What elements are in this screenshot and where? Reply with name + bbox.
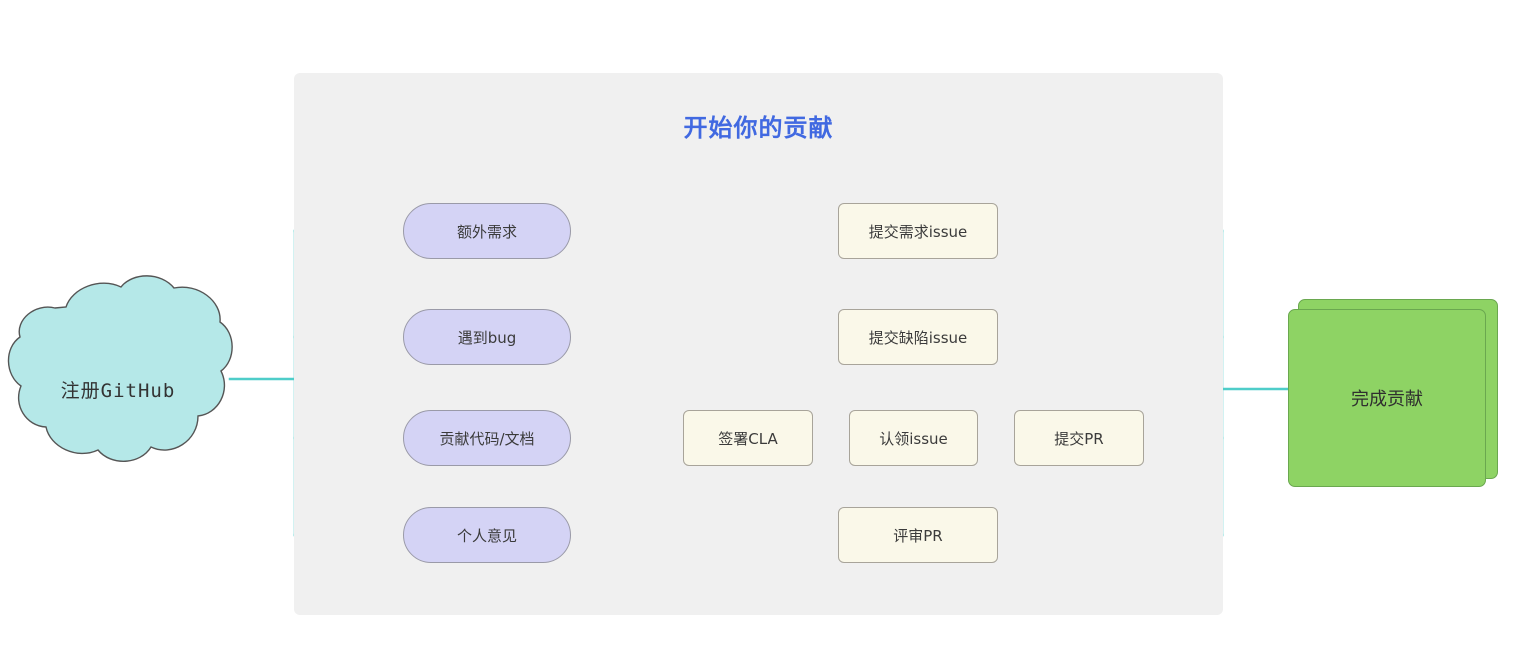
category-node-extra-requirement[interactable]: 额外需求 — [403, 203, 571, 259]
step-node-submit-feature-issue[interactable]: 提交需求issue — [838, 203, 998, 259]
root-node-label: 注册GitHub — [60, 379, 176, 402]
category-label: 个人意见 — [456, 526, 517, 545]
step-node-submit-pr[interactable]: 提交PR — [1014, 410, 1144, 466]
category-label: 额外需求 — [456, 222, 517, 241]
category-node-encounter-bug[interactable]: 遇到bug — [403, 309, 571, 365]
terminal-node-complete-contribution[interactable]: 完成贡献 — [1288, 299, 1498, 487]
category-label: 遇到bug — [457, 328, 517, 347]
step-label: 签署CLA — [718, 429, 778, 448]
step-node-submit-bug-issue[interactable]: 提交缺陷issue — [838, 309, 998, 365]
step-label: 提交缺陷issue — [868, 328, 968, 347]
category-node-personal-opinion[interactable]: 个人意见 — [403, 507, 571, 563]
terminal-node-label: 完成贡献 — [1351, 389, 1423, 410]
category-label: 贡献代码/文档 — [439, 429, 535, 448]
step-label: 提交需求issue — [868, 222, 968, 241]
step-node-claim-issue[interactable]: 认领issue — [849, 410, 978, 466]
terminal-node-front-layer: 完成贡献 — [1288, 309, 1486, 487]
step-label: 评审PR — [893, 526, 943, 545]
cloud-shape — [7, 275, 233, 462]
diagram-title: 开始你的贡献 — [683, 114, 834, 142]
step-label: 认领issue — [879, 429, 948, 448]
category-node-contribute-code-docs[interactable]: 贡献代码/文档 — [403, 410, 571, 466]
step-label: 提交PR — [1054, 429, 1104, 448]
step-node-review-pr[interactable]: 评审PR — [838, 507, 998, 563]
step-node-sign-cla[interactable]: 签署CLA — [683, 410, 813, 466]
